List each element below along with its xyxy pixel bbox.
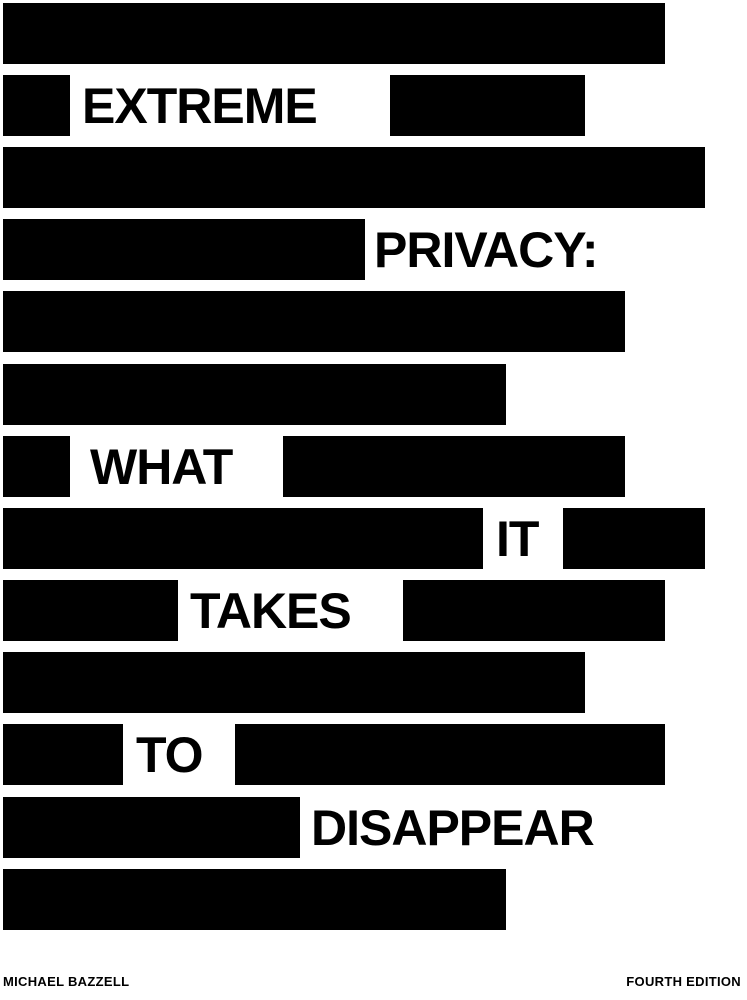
redaction-bar <box>3 436 70 497</box>
redaction-bar <box>3 3 665 64</box>
redaction-bar <box>3 869 506 930</box>
redaction-bar <box>390 75 585 136</box>
redaction-bar <box>3 291 625 352</box>
title-word-extreme: EXTREME <box>82 78 318 134</box>
redaction-bar <box>3 364 506 425</box>
title-word-privacy: PRIVACY: <box>374 222 598 278</box>
redaction-bar <box>3 75 70 136</box>
title-word-it: IT <box>496 511 539 567</box>
title-word-takes: TAKES <box>190 583 352 639</box>
redaction-bar <box>283 436 625 497</box>
redaction-bar <box>563 508 705 569</box>
redaction-bar <box>3 219 365 280</box>
redaction-bar <box>3 580 178 641</box>
redaction-bar <box>403 580 665 641</box>
title-word-what: WHAT <box>90 439 233 495</box>
redaction-bar <box>3 147 705 208</box>
redaction-bar <box>3 724 123 785</box>
redaction-bar <box>3 508 483 569</box>
title-word-to: TO <box>136 727 204 783</box>
redaction-bar <box>235 724 665 785</box>
title-word-disappear: DISAPPEAR <box>311 800 595 856</box>
redaction-bar <box>3 652 585 713</box>
redaction-bar <box>3 797 300 858</box>
edition-label: FOURTH EDITION <box>626 974 741 989</box>
author-name: MICHAEL BAZZELL <box>3 974 130 989</box>
